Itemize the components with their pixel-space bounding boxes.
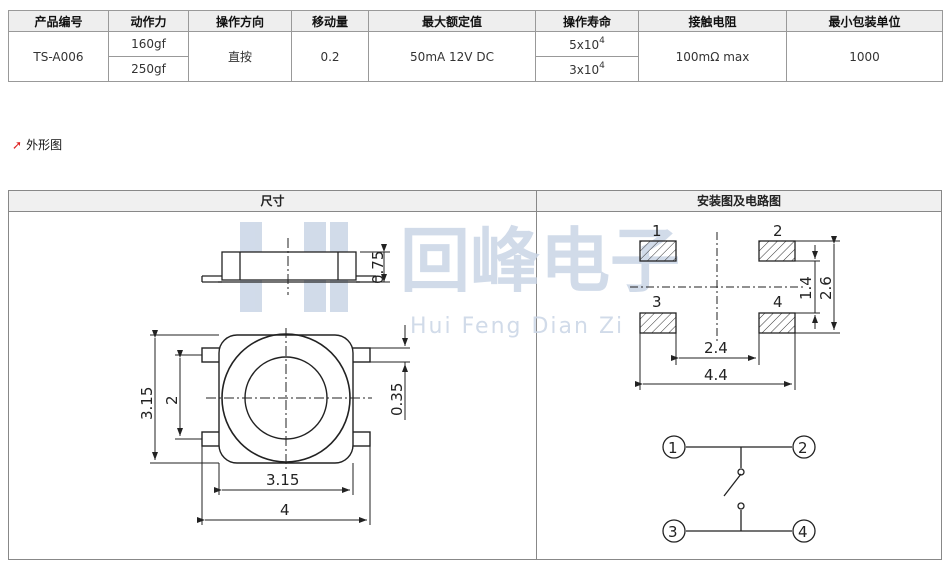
mounting-pads [639,240,796,334]
header-contact-resistance: 接触电阻 [638,10,787,32]
dim-pad-gap: 1.4 [797,276,815,300]
pad-3 [639,312,677,334]
pad-1 [639,240,677,262]
mounting-centerlines [630,232,805,342]
arrow-icon: ➚ [12,138,23,152]
cell-life-1: 5x104 [535,31,639,57]
dim-pad-span-h: 4.4 [704,366,728,384]
panel-divider [536,191,537,559]
dim-height: 0.75 [369,251,387,284]
pin-label-4: 4 [773,293,783,311]
cell-force-2: 250gf [108,56,189,82]
circuit-node-label-1: 1 [668,439,678,457]
spec-table: 产品编号 动作力 操作方向 移动量 最大额定值 操作寿命 接触电阻 最小包装单位… [8,10,943,82]
watermark: 回峰电子 Hui Feng Dian Zi [240,220,680,339]
top-view [201,328,372,470]
dimensions-header: 尺寸 [9,191,537,212]
drawing-box: 尺寸 安装图及电路图 [8,190,942,560]
header-product-no: 产品编号 [8,10,109,32]
cell-travel: 0.2 [291,31,369,82]
circuit-diagram [662,435,816,543]
header-direction: 操作方向 [188,10,292,32]
dim-pin-width: 0.35 [388,383,406,416]
circuit-node-1 [662,435,686,459]
header-life: 操作寿命 [535,10,639,32]
pin-label-3: 3 [652,293,662,311]
cell-product-no: TS-A006 [8,31,109,82]
watermark-subtitle: Hui Feng Dian Zi [410,314,624,339]
circuit-node-4 [792,519,816,543]
dim-pin-pitch: 2 [163,395,181,405]
circuit-node-2 [792,435,816,459]
dim-body-width: 3.15 [266,471,299,489]
spec-row: 250gf 3x104 [9,56,943,82]
pin-label-2: 2 [773,222,783,240]
pad-2 [758,240,796,262]
dim-overall-width: 4 [280,501,290,519]
cell-life-2: 3x104 [535,56,639,82]
circuit-node-3 [662,519,686,543]
circuit-node-label-3: 3 [668,523,678,541]
watermark-text: 回峰电子 [400,220,680,302]
side-view [201,238,390,295]
dim-pad-span-v: 2.6 [817,276,835,300]
section-title: ➚外形图 [12,136,62,153]
spec-row: TS-A006 160gf 直按 0.2 50mA 12V DC 5x104 1… [8,31,943,82]
dimension-lines-left [150,325,410,525]
header-force: 动作力 [108,10,189,32]
pin-label-1: 1 [652,222,662,240]
cell-min-package: 1000 [786,31,943,82]
spec-header-row: 产品编号 动作力 操作方向 移动量 最大额定值 操作寿命 接触电阻 最小包装单位 [8,10,943,32]
section-title-text: 外形图 [26,138,63,152]
dimension-lines-right [635,236,840,390]
circuit-node-label-2: 2 [798,439,808,457]
pad-4 [758,312,796,334]
circuit-node-label-4: 4 [798,523,808,541]
mounting-circuit-header: 安装图及电路图 [537,191,941,212]
dim-body-height: 3.15 [138,387,156,420]
header-rating: 最大额定值 [368,10,536,32]
dim-inner-gap: 2.4 [704,339,728,357]
cell-rating: 50mA 12V DC [368,31,536,82]
cell-direction: 直按 [188,31,292,82]
